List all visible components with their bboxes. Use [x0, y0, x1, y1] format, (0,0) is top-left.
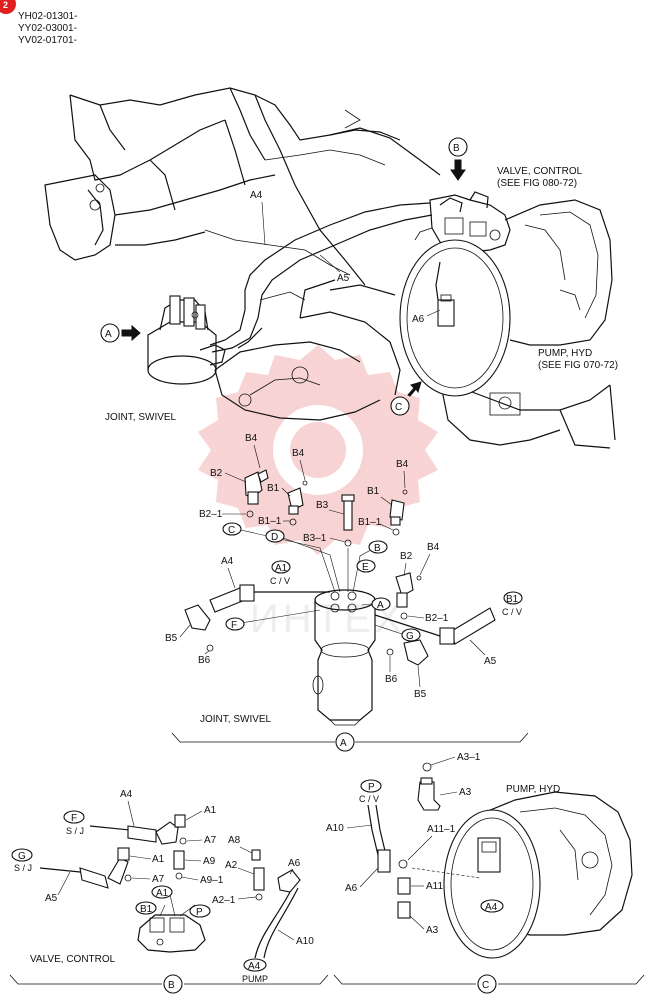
detB-A6: A6	[288, 858, 301, 869]
detA-B5-right: B5	[414, 689, 427, 700]
callout-C-letter: C	[395, 402, 402, 413]
pump-hyd-ref: (SEE FIG 070-72)	[538, 360, 618, 371]
detB-A2-1: A2–1	[212, 895, 236, 906]
label-A4-top: A4	[250, 190, 263, 201]
detail-C-labels: A3–1 P C / V A3 PUMP, HYD A10 A11–1 A6 A…	[326, 752, 560, 991]
detC-P-sub: C / V	[359, 794, 379, 804]
detail-B-labels: A4 A1 A7 A8 F S / J G S / J A1 A9 A2 A6 …	[11, 789, 314, 991]
detB-A10: A10	[296, 936, 314, 947]
detC-A10: A10	[326, 823, 344, 834]
detA-port-E: E	[362, 562, 369, 573]
detB-A2: A2	[225, 860, 238, 871]
detA-A1: A1	[275, 563, 288, 574]
detA-B3: B3	[316, 500, 329, 511]
swivel-joint-top	[147, 295, 226, 385]
detC-P-tag: P	[368, 782, 375, 793]
detA-port-A: A	[377, 600, 384, 611]
detC-A3-1: A3–1	[457, 752, 481, 763]
detC-A11: A11	[426, 881, 443, 892]
detB-P-port: P	[196, 907, 203, 918]
badge-number: 2	[3, 0, 8, 10]
detA-section-letter: A	[340, 738, 347, 749]
detA-B4-1: B4	[245, 433, 258, 444]
valve-control-label: VALVE, CONTROL	[497, 166, 583, 177]
detA-B2-1-left: B2–1	[199, 509, 223, 520]
top-hoses	[209, 202, 433, 353]
detB-A9: A9	[203, 856, 216, 867]
detA-joint-label: JOINT, SWIVEL	[200, 714, 272, 725]
detA-B1-left: B1	[267, 483, 280, 494]
top-callouts: A B C VALVE, CONTROL (SEE FIG 080-72) PU…	[100, 137, 618, 423]
pump-hyd-label: PUMP, HYD	[538, 348, 592, 359]
detA-B2-1-right: B2–1	[425, 613, 449, 624]
detA-A4: A4	[221, 556, 234, 567]
detB-A4-tag: A4	[248, 961, 261, 972]
label-A5-top: A5	[337, 273, 350, 284]
detB-A4: A4	[120, 789, 133, 800]
detB-A5: A5	[45, 893, 58, 904]
detA-B3-1: B3–1	[303, 533, 327, 544]
detB-A7-1: A7	[204, 835, 217, 846]
detA-B1-tag: B1	[506, 594, 519, 605]
detA-B6-left: B6	[198, 655, 211, 666]
detB-A9-1: A9–1	[200, 875, 224, 886]
detC-pump-label: PUMP, HYD	[506, 784, 560, 795]
detail-A-labels: B4 B4 B4 B4 B2 B1 B3 B1 B2 B2–1 B1–1 B3–…	[165, 433, 523, 749]
detA-B4-3: B4	[396, 459, 409, 470]
label-A6-top: A6	[412, 314, 425, 325]
detB-A7-2: A7	[152, 874, 165, 885]
machine-frame-drawing	[44, 87, 616, 449]
detA-B4-4: B4	[427, 542, 440, 553]
detB-B1-port: B1	[140, 904, 153, 915]
detA-B1-1-right: B1–1	[358, 517, 382, 528]
detail-C-drawing	[333, 762, 645, 994]
detA-B5-left: B5	[165, 633, 178, 644]
serial-1: YH02-01301-	[18, 11, 77, 22]
detB-A1-port: A1	[156, 888, 169, 899]
detA-B2-right: B2	[400, 551, 413, 562]
detB-F-tag: F	[71, 813, 77, 824]
detC-section-letter: C	[482, 980, 489, 991]
detB-pump-sub: PUMP	[242, 974, 268, 984]
detC-A6: A6	[345, 883, 358, 894]
detA-B4-2: B4	[292, 448, 305, 459]
callout-B-letter: B	[453, 143, 460, 154]
detB-A1-mid: A1	[152, 854, 165, 865]
detA-port-C: C	[228, 525, 235, 536]
detA-B6-right: B6	[385, 674, 398, 685]
detail-B-drawing	[9, 814, 329, 994]
detA-B1-right: B1	[367, 486, 380, 497]
detA-B1-sub: C / V	[502, 607, 522, 617]
detB-A1-top: A1	[204, 805, 217, 816]
detC-A11-1: A11–1	[427, 824, 456, 835]
detA-port-D: D	[271, 532, 278, 543]
control-valve-top	[414, 191, 511, 253]
detC-A4-tag: A4	[485, 902, 498, 913]
serial-3: YV02-01701-	[18, 35, 77, 46]
detail-A-drawing	[171, 469, 529, 752]
valve-control-ref: (SEE FIG 080-72)	[497, 178, 577, 189]
detB-A8: A8	[228, 835, 241, 846]
badge: 2	[0, 0, 16, 14]
detA-port-G: G	[406, 631, 414, 642]
detA-A1-sub: C / V	[270, 576, 290, 586]
joint-swivel-label-top: JOINT, SWIVEL	[105, 412, 177, 423]
detB-F-sub: S / J	[66, 826, 84, 836]
detB-G-tag: G	[18, 851, 26, 862]
hydraulic-pump-top	[399, 199, 613, 397]
serial-2: YY02-03001-	[18, 23, 77, 34]
detC-A3-top: A3	[459, 787, 472, 798]
callout-A-letter: A	[105, 329, 112, 340]
detA-port-F: F	[231, 620, 237, 631]
detC-A3-bot: A3	[426, 925, 439, 936]
detA-B1-1-left: B1–1	[258, 516, 282, 527]
detB-section-letter: B	[168, 980, 175, 991]
detA-B2-left: B2	[210, 468, 223, 479]
detA-A5: A5	[484, 656, 497, 667]
detB-valve-label: VALVE, CONTROL	[30, 954, 116, 965]
detA-port-B: B	[374, 543, 381, 554]
detB-G-sub: S / J	[14, 863, 32, 873]
